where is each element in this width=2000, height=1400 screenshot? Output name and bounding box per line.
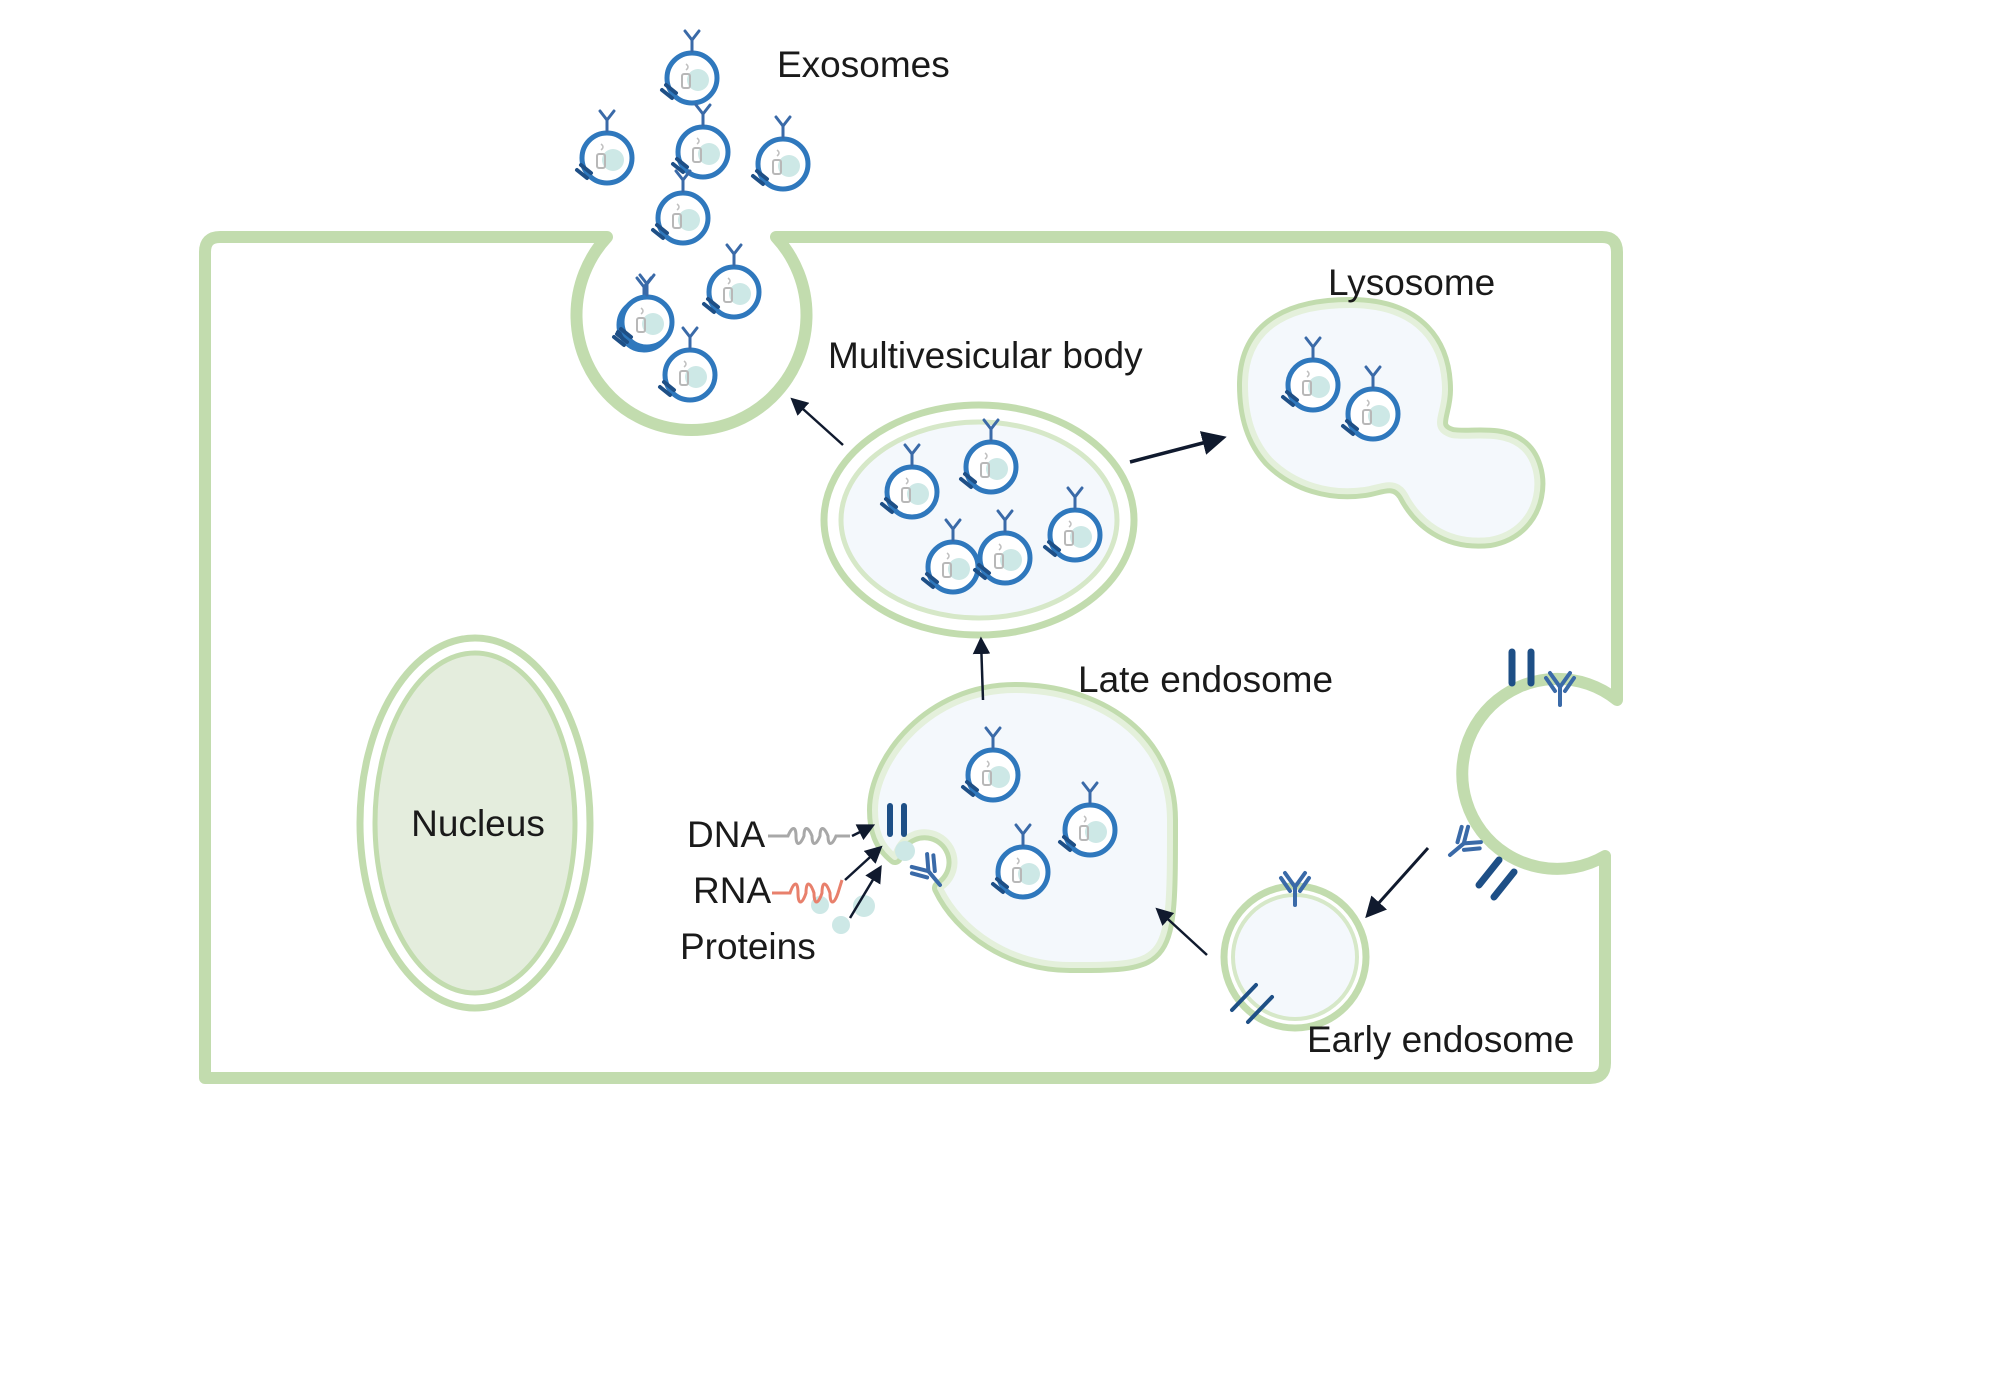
- cargo-inputs: DNA RNA Proteins: [680, 814, 850, 967]
- arrow-proteins-to-endosome: [848, 864, 882, 919]
- multivesicular-body: [820, 401, 1138, 639]
- exosome-cluster: [577, 31, 808, 243]
- arrow-rna-to-endosome: [844, 845, 883, 881]
- membrane-receptors: [1439, 648, 1576, 901]
- nucleus-label: Nucleus: [411, 803, 545, 844]
- late-endosome: [811, 682, 1178, 973]
- arrow-late-to-mvb: [972, 636, 991, 701]
- proteins-label: Proteins: [680, 926, 816, 967]
- arrow-mvb-to-secretion: [790, 397, 844, 446]
- lysosome: [1237, 297, 1546, 549]
- rna-label: RNA: [693, 870, 771, 911]
- rna-strand: [772, 879, 844, 904]
- dna-strand: [768, 827, 850, 845]
- cell-membrane: [199, 231, 1623, 1084]
- arrow-early-to-late: [1155, 907, 1208, 956]
- lysosome-label: Lysosome: [1328, 262, 1495, 303]
- dna-label: DNA: [687, 814, 765, 855]
- arrow-dna-to-endosome: [851, 824, 876, 841]
- exosomes-label: Exosomes: [777, 44, 950, 85]
- pathway-arrows: [790, 397, 1430, 956]
- nucleus: Nucleus: [356, 634, 594, 1012]
- arrow-pit-to-early: [1365, 846, 1430, 919]
- early-endosome: [1220, 871, 1370, 1032]
- early-endosome-label: Early endosome: [1307, 1019, 1574, 1060]
- multivesicular-body-label: Multivesicular body: [828, 335, 1143, 376]
- arrow-mvb-to-lysosome: [1129, 431, 1227, 464]
- secretion-pocket: [614, 245, 759, 400]
- late-endosome-label: Late endosome: [1078, 659, 1333, 700]
